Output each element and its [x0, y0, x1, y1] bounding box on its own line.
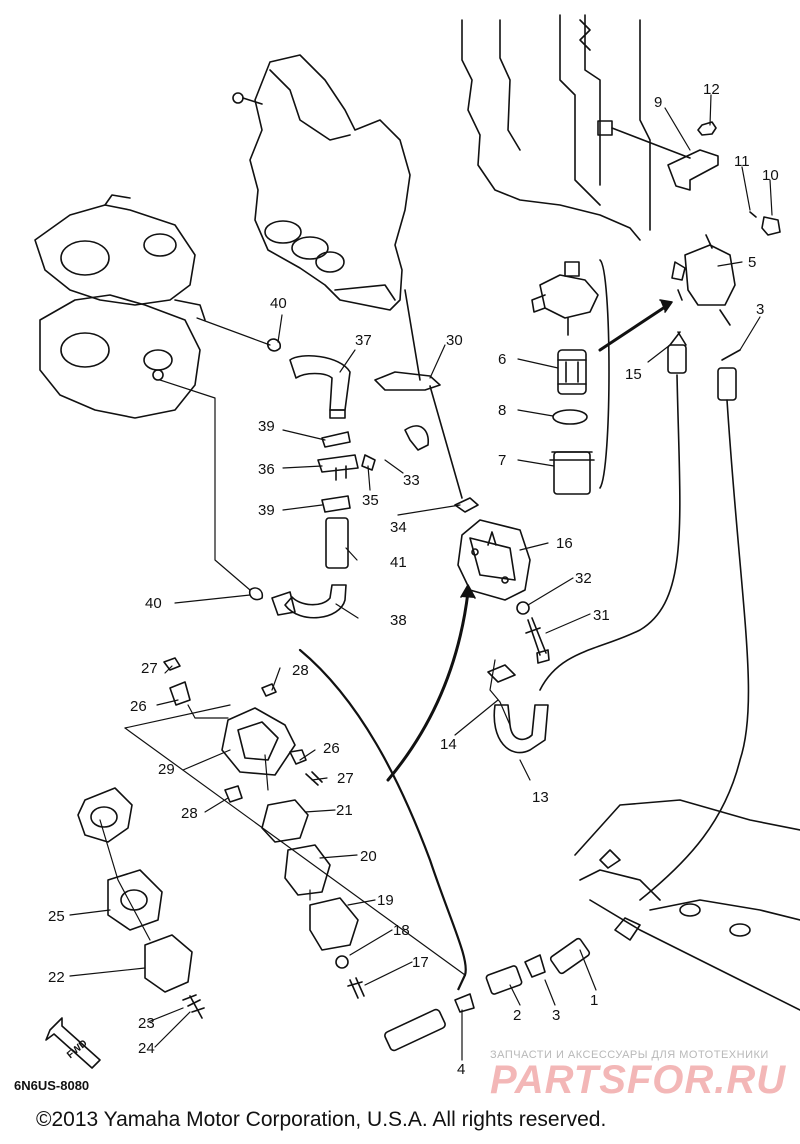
- callout-4: 4: [457, 1061, 466, 1078]
- callout-2: 2: [513, 1007, 522, 1024]
- callout-7: 7: [498, 452, 507, 469]
- callout-29: 29: [158, 761, 175, 778]
- copyright-notice: ©2013 Yamaha Motor Corporation, U.S.A. A…: [36, 1108, 607, 1131]
- callout-16: 16: [556, 535, 573, 552]
- callout-5: 5: [748, 254, 757, 271]
- engine-block-outline: [461, 14, 691, 241]
- callout-28b: 28: [181, 805, 198, 822]
- callout-40: 40: [270, 295, 287, 312]
- callout-36: 36: [258, 461, 275, 478]
- filter-parts: [531, 259, 610, 495]
- callout-9: 9: [654, 94, 663, 111]
- callout-15: 15: [625, 366, 642, 383]
- callout-39: 39: [258, 418, 275, 435]
- lower-right-bracket: [574, 799, 800, 1011]
- callout-14: 14: [440, 736, 457, 753]
- callout-20: 20: [360, 848, 377, 865]
- lower-pump-parts: [77, 657, 365, 1019]
- callout-25: 25: [48, 908, 65, 925]
- callout-17: 17: [412, 954, 429, 971]
- watermark-brand: PARTSFOR.RU: [490, 1058, 787, 1102]
- callout-21: 21: [336, 802, 353, 819]
- callout-41: 41: [390, 554, 407, 571]
- callout-18: 18: [393, 922, 410, 939]
- diagram-code: 6N6US-8080: [14, 1078, 90, 1093]
- watermark-tagline: ЗАПЧАСТИ И АКСЕССУАРЫ ДЛЯ МОТОТЕХНИКИ: [490, 1049, 769, 1061]
- callout-33: 33: [403, 472, 420, 489]
- fuel-pump: [374, 289, 550, 664]
- callout-8: 8: [498, 402, 507, 419]
- right-hoses: [539, 331, 750, 901]
- callout-27b: 27: [337, 770, 354, 787]
- filter-assembly: [667, 121, 781, 326]
- callout-31: 31: [593, 607, 610, 624]
- callout-35: 35: [362, 492, 379, 509]
- carburetor-outline: [34, 194, 206, 419]
- callout-32: 32: [575, 570, 592, 587]
- leader-lines: [69, 94, 773, 1061]
- callout-37: 37: [355, 332, 372, 349]
- callout-38: 38: [390, 612, 407, 629]
- fwd-arrow: [45, 1017, 101, 1069]
- left-hoses: [248, 338, 376, 619]
- callout-26: 26: [130, 698, 147, 715]
- callout-30: 30: [446, 332, 463, 349]
- cylinder-head-outline: [232, 54, 411, 311]
- callout-10: 10: [762, 167, 779, 184]
- callout-24: 24: [138, 1040, 155, 1057]
- callout-3b: 3: [552, 1007, 561, 1024]
- callout-3: 3: [756, 301, 765, 318]
- callout-28: 28: [292, 662, 309, 679]
- callout-23: 23: [138, 1015, 155, 1032]
- callout-22: 22: [48, 969, 65, 986]
- callout-27: 27: [141, 660, 158, 677]
- callout-39b: 39: [258, 502, 275, 519]
- callout-26b: 26: [323, 740, 340, 757]
- callout-34: 34: [390, 519, 407, 536]
- callout-1: 1: [590, 992, 599, 1009]
- callout-40b: 40: [145, 595, 162, 612]
- arrows: [386, 299, 673, 782]
- callout-13: 13: [532, 789, 549, 806]
- callout-11: 11: [734, 153, 750, 170]
- callout-6: 6: [498, 351, 507, 368]
- callout-19: 19: [377, 892, 394, 909]
- lower-hoses: [384, 664, 591, 1052]
- callout-12: 12: [703, 81, 720, 98]
